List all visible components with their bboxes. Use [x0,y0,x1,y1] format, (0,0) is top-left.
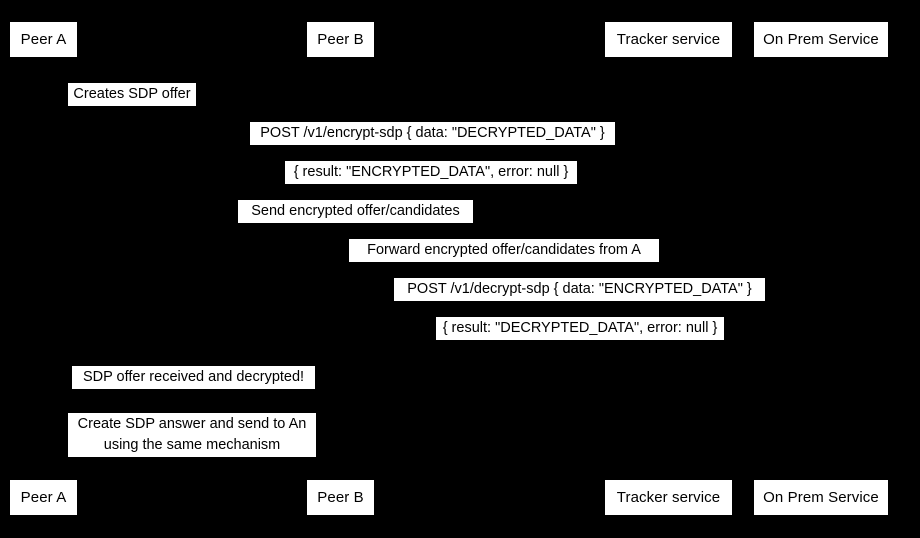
participant-label: Peer A [20,31,67,48]
message-label-forward-encrypted-offer: Forward encrypted offer/candidates from … [349,239,659,262]
message-text: SDP offer received and decrypted! [82,369,305,385]
message-label-decrypt-sdp-result: { result: "DECRYPTED_DATA", error: null … [436,317,724,340]
arrow-shaft-sdp-offer-received [43,393,340,394]
message-text-line-2: using the same mechanism [103,437,281,453]
arrow-shaft-creates-sdp-offer [43,110,340,111]
arrow-shaft-post-decrypt-sdp [340,305,821,306]
lifeline-peer-b [340,57,341,480]
participant-label: Peer B [317,31,364,48]
message-text: POST /v1/encrypt-sdp { data: "DECRYPTED_… [260,125,605,141]
message-label-send-encrypted-offer: Send encrypted offer/candidates [238,200,473,223]
arrow-shaft-create-sdp-answer [43,461,340,462]
message-text: { result: "ENCRYPTED_DATA", error: null … [293,164,569,180]
message-text: Creates SDP offer [73,86,191,102]
lifeline-peer-a [43,57,44,480]
arrow-shaft-encrypt-sdp-result [43,188,821,189]
participant-label: Peer B [317,489,364,506]
message-label-post-encrypt-sdp: POST /v1/encrypt-sdp { data: "DECRYPTED_… [250,122,615,145]
message-text: Send encrypted offer/candidates [251,203,460,219]
participant-tracker-service[interactable]: Tracker service [605,22,732,57]
message-text: POST /v1/decrypt-sdp { data: "ENCRYPTED_… [407,281,752,297]
arrow-shaft-post-encrypt-sdp [43,149,821,150]
message-label-sdp-offer-received: SDP offer received and decrypted! [72,366,315,389]
participant-bottom-on-prem-service[interactable]: On Prem Service [754,480,888,515]
participant-bottom-tracker-service[interactable]: Tracker service [605,480,732,515]
participant-label: Tracker service [616,489,721,506]
participant-label: Tracker service [616,31,721,48]
message-text-line-1: Create SDP answer and send to An [77,416,307,432]
lifeline-tracker-service [668,57,669,480]
participant-peer-b[interactable]: Peer B [307,22,374,57]
arrow-shaft-forward-encrypted-offer [340,266,668,267]
message-text: { result: "DECRYPTED_DATA", error: null … [442,320,718,336]
participant-label: Peer A [20,489,67,506]
participant-peer-a[interactable]: Peer A [10,22,77,57]
message-label-post-decrypt-sdp: POST /v1/decrypt-sdp { data: "ENCRYPTED_… [394,278,765,301]
message-text: Forward encrypted offer/candidates from … [367,242,641,258]
message-label-create-sdp-answer: Create SDP answer and send to An using t… [68,413,316,457]
participant-label: On Prem Service [763,489,879,506]
participant-label: On Prem Service [763,31,879,48]
participant-on-prem-service[interactable]: On Prem Service [754,22,888,57]
message-label-creates-sdp-offer: Creates SDP offer [68,83,196,106]
arrow-shaft-decrypt-sdp-result [340,344,821,345]
arrow-shaft-send-encrypted-offer [43,227,668,228]
lifeline-on-prem-service [821,57,822,480]
message-label-encrypt-sdp-result: { result: "ENCRYPTED_DATA", error: null … [285,161,577,184]
participant-bottom-peer-b[interactable]: Peer B [307,480,374,515]
participant-bottom-peer-a[interactable]: Peer A [10,480,77,515]
